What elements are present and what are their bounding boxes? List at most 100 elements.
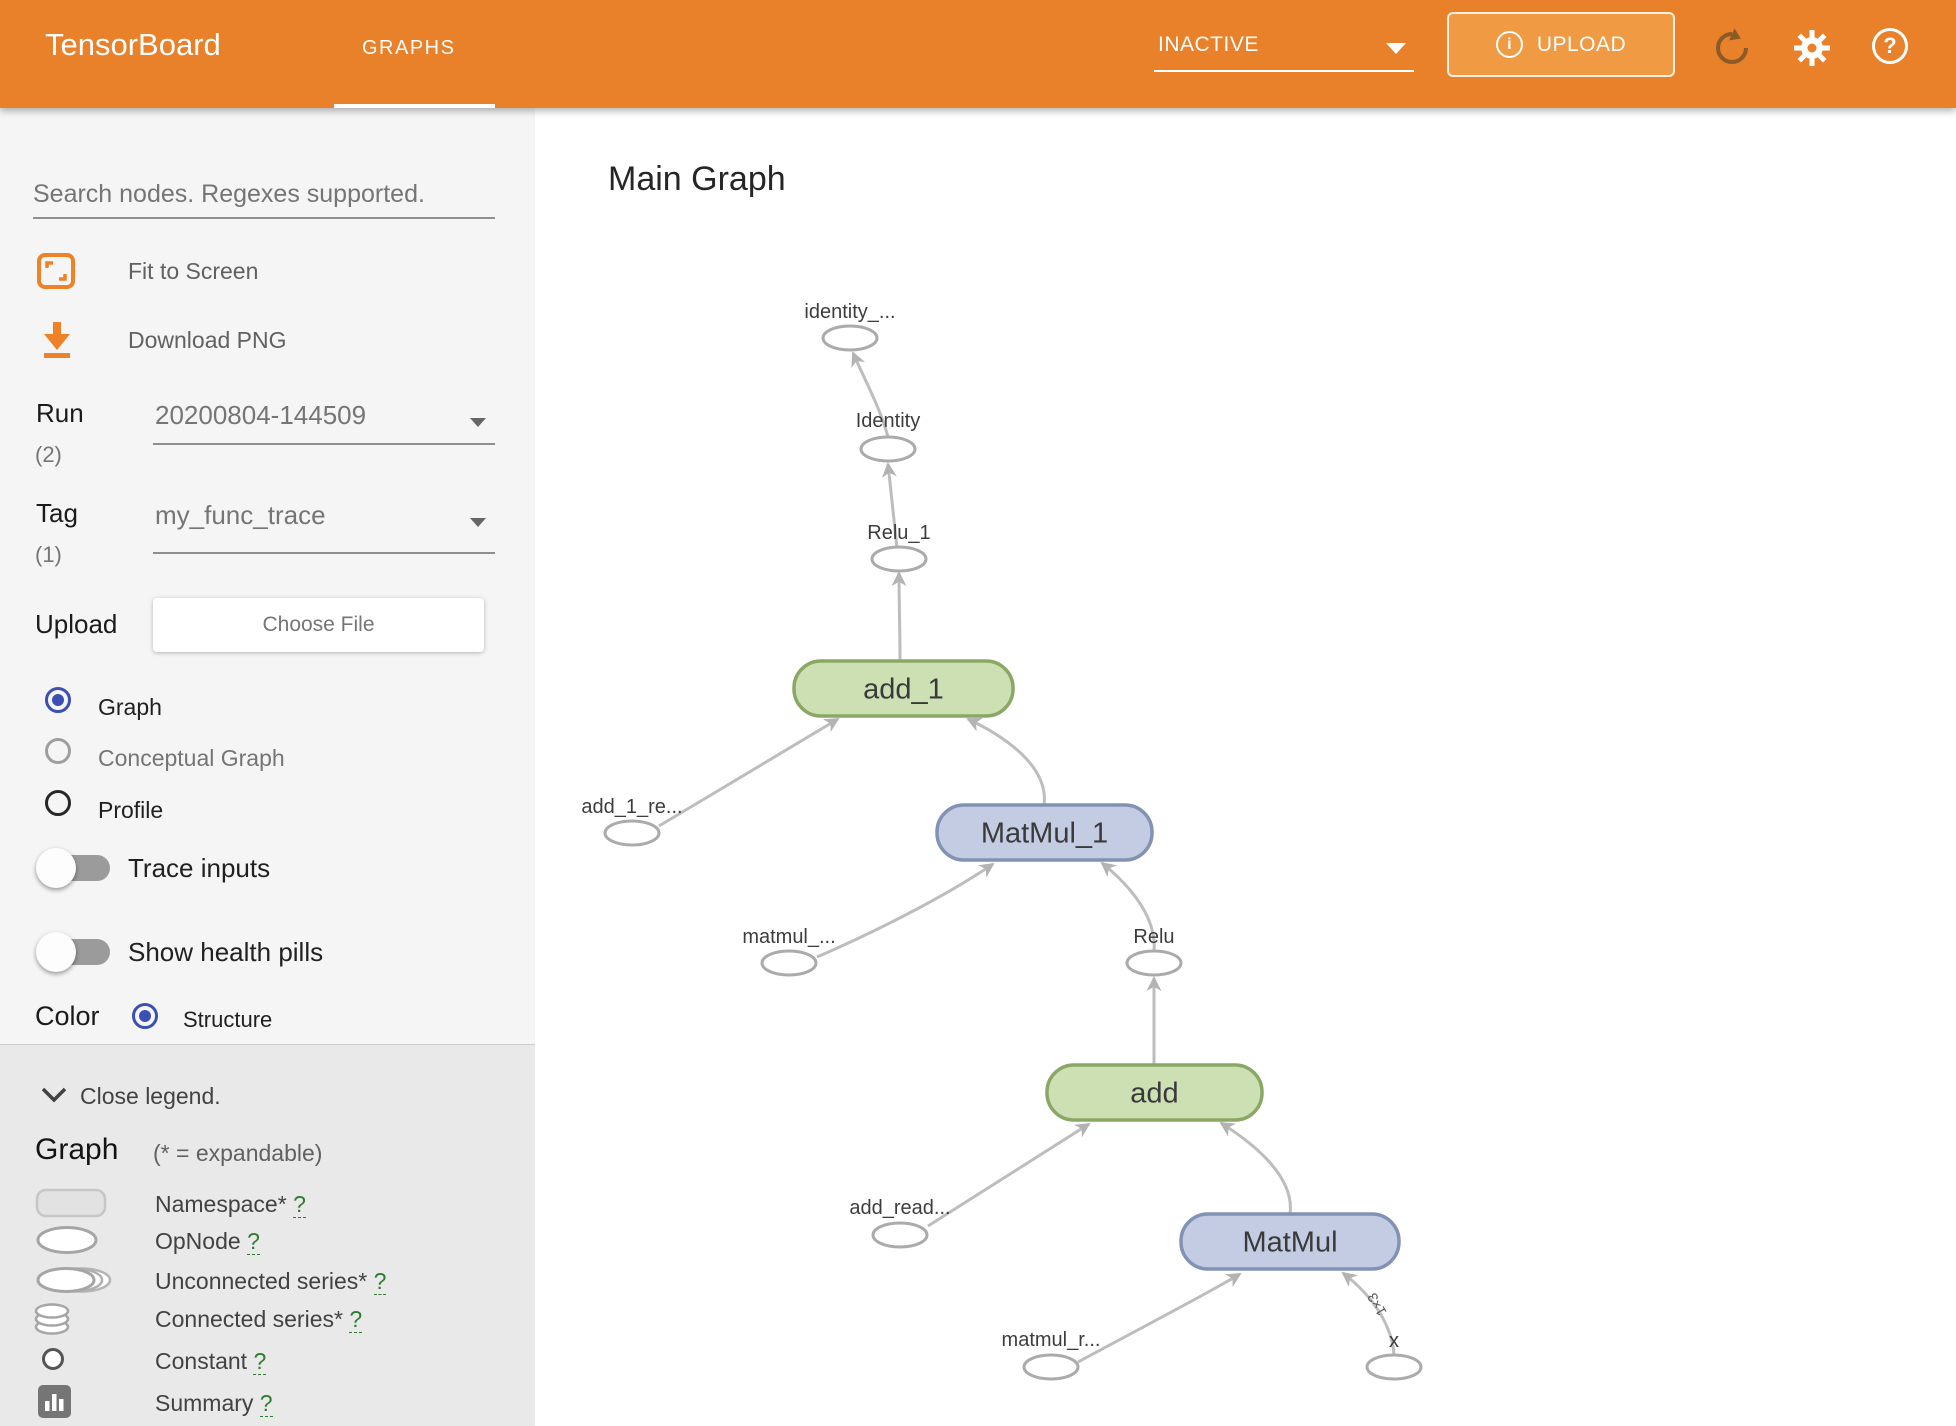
graph-edge-Relu-to-MatMul_1 (1100, 861, 1156, 952)
help-link[interactable]: ? (349, 1306, 363, 1333)
radio-conceptual-graph-label[interactable]: Conceptual Graph (98, 745, 285, 771)
fit-to-screen-icon[interactable] (36, 252, 76, 290)
graph-edge-Relu_1-to-Identity (881, 462, 899, 549)
toggle-show-health-pills-label: Show health pills (128, 937, 324, 967)
graph-edge-MatMul-to-add (1219, 1121, 1292, 1215)
chevron-down-icon[interactable] (41, 1087, 67, 1103)
graph-node-add_1[interactable] (792, 659, 1015, 718)
legend-heading: Graph (35, 1133, 119, 1166)
legend-item: Namespace* ? (155, 1191, 306, 1218)
legend-item: Summary ? (155, 1390, 273, 1417)
toggle-trace-inputs-label: Trace inputs (128, 853, 271, 883)
chevron-down-icon[interactable] (1386, 43, 1406, 54)
graph-edge-x-to-MatMul (1341, 1271, 1396, 1356)
page-title: Main Graph (608, 160, 786, 198)
graph-edge-add_1_re-to-add_1 (658, 717, 840, 828)
tab-active-indicator (334, 104, 495, 108)
graph-node-label-x: x (1389, 1330, 1399, 1352)
graph-node-x[interactable] (1365, 1353, 1423, 1381)
toggle-trace-inputs-knob[interactable] (36, 848, 76, 888)
graph-edge-add_read-to-add (927, 1122, 1091, 1228)
tag-select-underline (153, 552, 495, 554)
run-select[interactable]: 20200804-144509 (155, 400, 367, 430)
run-count: (2) (35, 442, 62, 467)
graph-node-label-add: add (1130, 1078, 1178, 1110)
legend-item: Unconnected series* ? (155, 1268, 387, 1295)
graph-edge-Identity-to-identity_out (851, 351, 890, 438)
graph-node-label-MatMul: MatMul (1242, 1227, 1337, 1259)
graph-node-Relu[interactable] (1125, 949, 1183, 977)
upload-button[interactable]: i UPLOAD (1447, 12, 1675, 77)
namespace-icon (35, 1188, 107, 1218)
graph-node-label-Relu: Relu (1133, 926, 1174, 948)
upload-button-label: UPLOAD (1536, 32, 1627, 56)
help-link[interactable]: ? (293, 1191, 306, 1218)
graph-node-MatMul_1[interactable] (935, 803, 1154, 862)
graph-node-label-add_1: add_1 (863, 674, 944, 706)
graph-node-Relu_1[interactable] (870, 545, 928, 573)
help-link[interactable]: ? (259, 1390, 273, 1417)
graph-edge-matmul_r-to-MatMul (1077, 1272, 1242, 1364)
radio-graph[interactable] (45, 687, 71, 713)
graph-node-identity_out[interactable] (821, 324, 879, 352)
status-dropdown[interactable]: INACTIVE (1158, 33, 1259, 56)
color-label: Color (35, 1001, 100, 1031)
graph-node-add_read[interactable] (871, 1221, 929, 1249)
legend-panel: Close legend. Graph (* = expandable) Nam… (0, 1044, 535, 1426)
help-link[interactable]: ? (253, 1348, 267, 1375)
download-png-icon[interactable] (38, 320, 76, 360)
settings-gear-icon[interactable] (1792, 28, 1832, 68)
info-icon: i (1495, 31, 1523, 58)
graph-node-MatMul[interactable] (1179, 1212, 1401, 1271)
graph-node-label-add_read: add_read... (849, 1197, 950, 1219)
graph-node-add[interactable] (1045, 1063, 1264, 1122)
choose-file-button[interactable]: Choose File (153, 598, 484, 652)
run-label: Run (36, 398, 84, 428)
help-link[interactable]: ? (247, 1228, 260, 1255)
upload-label: Upload (35, 609, 118, 639)
help-icon[interactable]: ? (1872, 28, 1912, 68)
constant-icon (42, 1348, 64, 1370)
graph-node-label-add_1_re: add_1_re... (581, 796, 682, 818)
radio-structure[interactable] (132, 1003, 158, 1029)
status-dropdown-underline (1154, 70, 1414, 72)
toggle-show-health-pills-knob[interactable] (36, 932, 76, 972)
graph-node-matmul_r[interactable] (1022, 1353, 1080, 1381)
legend-expandable-note: (* = expandable) (153, 1140, 323, 1166)
legend-item: OpNode ? (155, 1228, 260, 1255)
graph-node-label-Relu_1: Relu_1 (867, 522, 930, 544)
graph-node-label-MatMul_1: MatMul_1 (981, 818, 1108, 850)
sidebar: Search nodes. Regexes supported. Fit to … (0, 108, 535, 1426)
graph-edge-add_1-to-Relu_1 (891, 571, 907, 662)
tag-count: (1) (35, 542, 62, 567)
close-legend-button[interactable]: Close legend. (80, 1083, 221, 1109)
graph-node-Identity[interactable] (859, 435, 917, 463)
graph-node-add_1_re[interactable] (603, 819, 661, 847)
radio-profile[interactable] (45, 790, 71, 816)
download-png-button[interactable]: Download PNG (128, 327, 287, 353)
run-dropdown-arrow-icon[interactable] (470, 418, 486, 427)
search-input[interactable]: Search nodes. Regexes supported. (33, 180, 425, 208)
fit-to-screen-button[interactable]: Fit to Screen (128, 258, 259, 284)
graph-node-label-matmul_r: matmul_r... (1002, 1329, 1101, 1351)
app-header: TensorBoard GRAPHS INACTIVE i UPLOAD (0, 0, 1956, 108)
app-logo: TensorBoard (45, 27, 221, 62)
summary-icon (38, 1385, 71, 1418)
tag-select[interactable]: my_func_trace (155, 500, 326, 530)
main-graph-svg[interactable]: 1×3identity_...IdentityRelu_1add_1_re...… (535, 108, 1956, 1426)
tag-dropdown-arrow-icon[interactable] (470, 518, 486, 527)
legend-item: Constant ? (155, 1348, 267, 1375)
graph-node-label-matmul_: matmul_... (742, 926, 835, 948)
tag-label: Tag (36, 498, 78, 528)
radio-conceptual-graph[interactable] (45, 738, 71, 764)
radio-profile-label[interactable]: Profile (98, 797, 164, 823)
graph-node-matmul_[interactable] (760, 949, 818, 977)
refresh-icon[interactable] (1712, 28, 1752, 68)
legend-item: Connected series* ? (155, 1306, 363, 1333)
tab-graphs[interactable]: GRAPHS (362, 37, 456, 59)
radio-graph-label[interactable]: Graph (98, 694, 162, 720)
graph-edge-matmul_-to-MatMul_1 (816, 862, 995, 959)
run-select-underline (153, 443, 495, 445)
help-link[interactable]: ? (373, 1268, 387, 1295)
radio-structure-label[interactable]: Structure (183, 1007, 273, 1032)
